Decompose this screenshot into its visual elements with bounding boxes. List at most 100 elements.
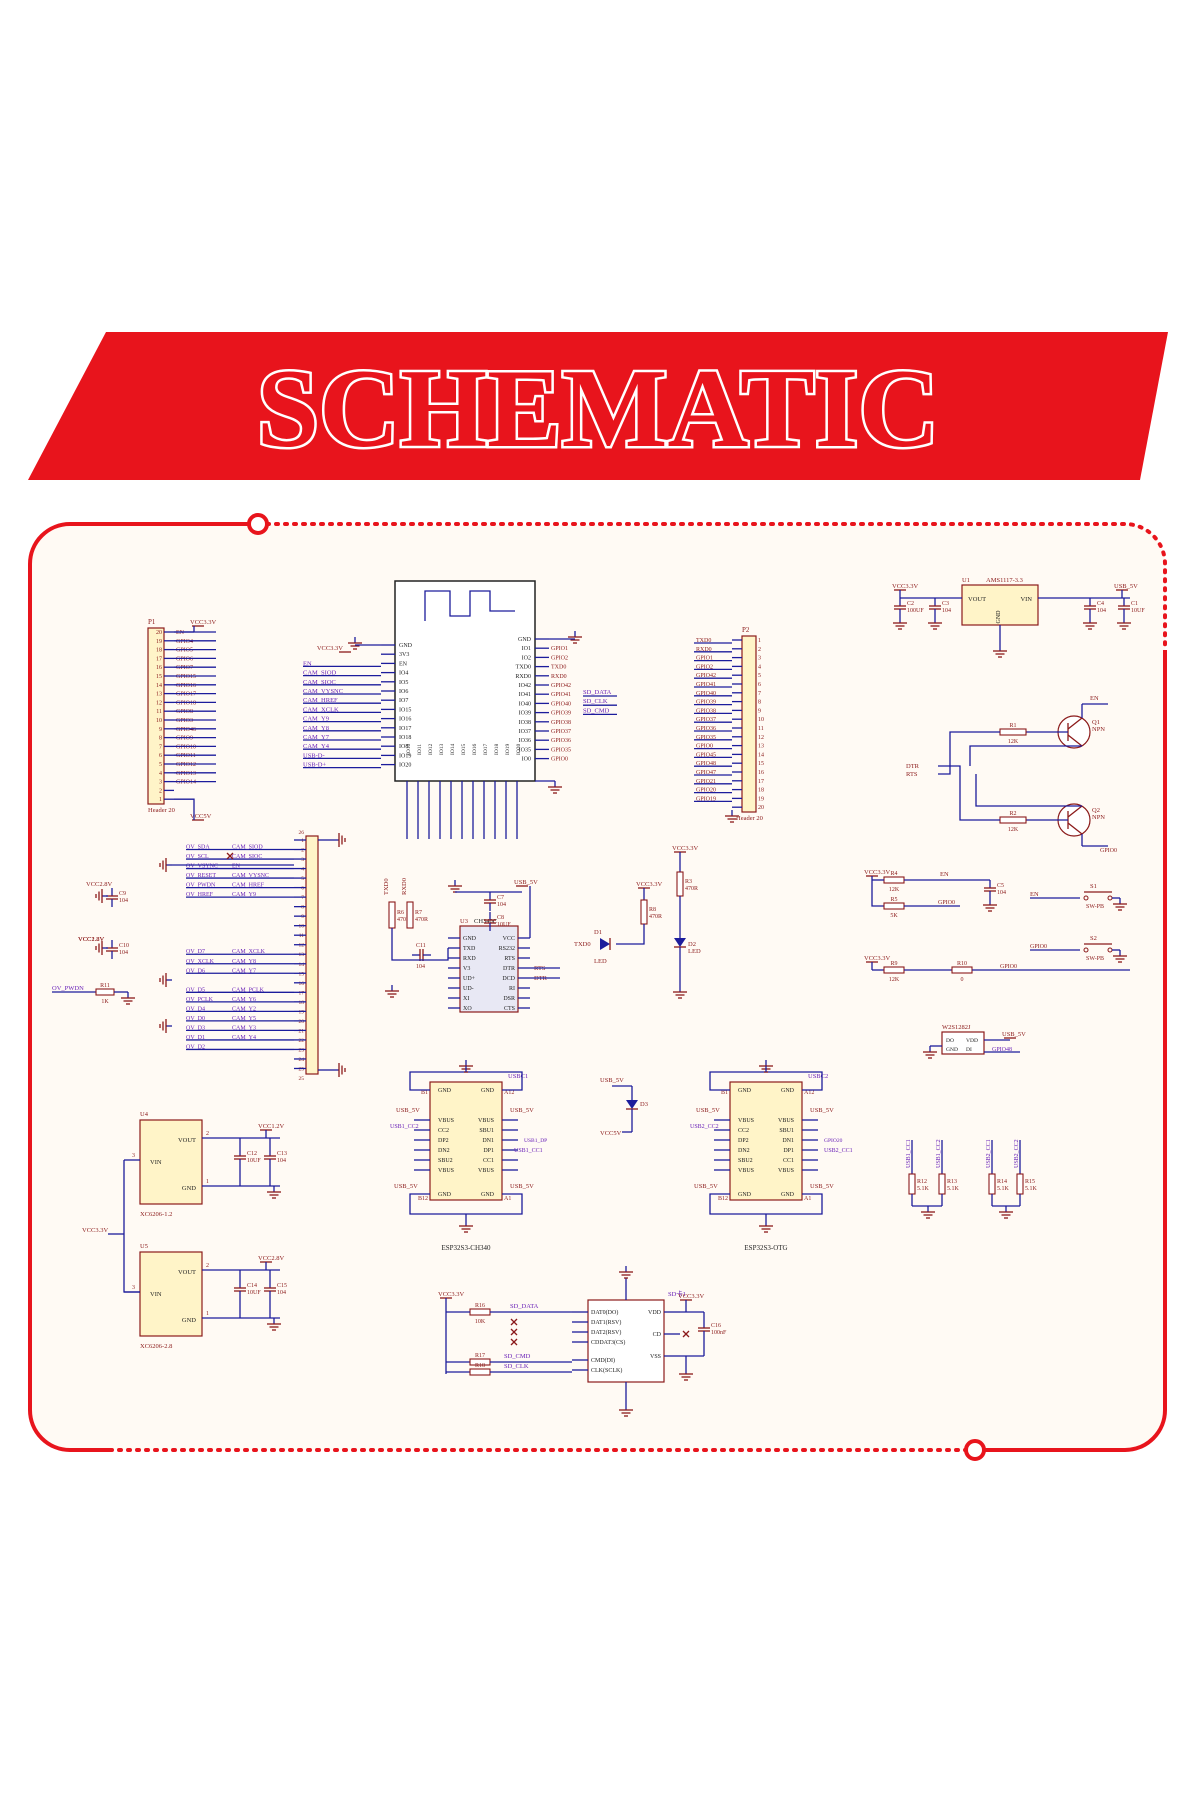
schematic-label: 5.1K	[997, 1186, 1010, 1192]
pin-number: 20	[299, 1019, 305, 1025]
header-p2-body	[741, 635, 757, 813]
schematic-label: R15	[1025, 1179, 1035, 1185]
wire	[123, 1160, 140, 1293]
schematic-label: 470R	[649, 914, 662, 920]
net-label: GPIO17	[176, 692, 196, 698]
pin-number: 16	[758, 770, 764, 776]
pin-number: 13	[156, 692, 162, 698]
net-label: GPIO47	[696, 770, 716, 776]
resistor-body	[999, 816, 1027, 824]
pin-name: DP1	[483, 1148, 494, 1154]
schematic-label: LED	[688, 948, 701, 955]
resistor-body	[883, 876, 905, 884]
pin-name: IO16	[472, 743, 478, 755]
net-label: OV_PCLK	[186, 997, 214, 1003]
pin-name: DN2	[738, 1148, 750, 1154]
schematic-label: 104	[416, 964, 425, 970]
schematic-label: 104	[119, 898, 128, 904]
ground-icon	[385, 985, 399, 998]
collector	[1067, 717, 1083, 730]
ground-icon	[921, 1206, 935, 1219]
schematic-label: A12	[504, 1090, 514, 1096]
schematic-label: SD卡1	[668, 1289, 686, 1298]
ground-icon	[759, 1220, 773, 1233]
net-label: GPIO42	[696, 673, 716, 679]
schematic-label: C15	[277, 1283, 287, 1289]
ground-icon	[1113, 950, 1127, 963]
schematic-label: 104	[997, 890, 1006, 896]
schematic-label: TXD0	[383, 878, 390, 895]
pin-number: 4	[159, 771, 162, 777]
net-label: GPIO42	[551, 683, 571, 689]
schematic-label: P2	[742, 626, 750, 634]
ground-icon	[267, 1186, 281, 1199]
nc	[510, 1338, 518, 1346]
module-body	[394, 580, 536, 782]
net-label: CAM_Y3	[232, 1025, 256, 1031]
resistor-body	[951, 966, 973, 974]
schematic-label: GND	[738, 1192, 752, 1198]
net-label: GPIO46	[176, 727, 196, 733]
pin-number: 5	[301, 876, 304, 882]
net-label: CAM_SIOC	[232, 854, 262, 860]
schematic-label: USB_5V	[600, 1077, 624, 1084]
schematic-label: USB_5V	[810, 1107, 834, 1114]
frame-solid-right	[975, 650, 1167, 1452]
schematic-label: USB_5V	[396, 1107, 420, 1114]
net-label: GPIO40	[551, 701, 571, 707]
ground-icon	[673, 986, 687, 999]
net-label: OV_VSYNC	[186, 864, 218, 870]
pin-number: 14	[156, 683, 162, 689]
power-flag-icon: VCC3.3V	[678, 1293, 704, 1301]
ground-icon	[1083, 617, 1097, 630]
schematic-label: 10UF	[247, 1158, 261, 1164]
schematic-label: Q1	[1092, 719, 1100, 726]
pin-number: 14	[299, 962, 305, 968]
net-label: GPIO2	[551, 655, 568, 661]
diode-triangle	[626, 1100, 638, 1109]
ground-icon	[1117, 617, 1131, 630]
camera-fpc-body	[305, 835, 319, 1075]
schematic-label: VCC2.8V	[258, 1255, 284, 1262]
net-label: CAM_HREF	[232, 883, 265, 889]
pin-name: IO37	[519, 729, 531, 735]
pin-number: 7	[159, 744, 162, 750]
pin-name: DO	[946, 1038, 954, 1044]
pin-number: 17	[156, 656, 162, 662]
no-connect-icon	[510, 1338, 518, 1346]
schematic-label: R11	[100, 983, 110, 989]
schematic-label: SD_CMD	[504, 1353, 531, 1360]
diode-triangle	[600, 938, 610, 950]
net-label: EN	[176, 630, 185, 636]
resistor-body	[676, 871, 684, 897]
pin-name: DAT0(DO)	[591, 1309, 618, 1316]
pin-name: DP1	[783, 1148, 794, 1154]
schematic-label: R18	[475, 1363, 485, 1369]
schematic-label: EN	[940, 871, 949, 878]
schematic-label: VCC3.3V	[864, 955, 890, 962]
net-label: CAM_VYSNC	[303, 688, 343, 695]
net-label: CAM_Y9	[232, 892, 256, 898]
net-label: GPIO10	[176, 744, 196, 750]
net-label: OV_PWDN	[186, 883, 216, 889]
pin-number: 15	[758, 761, 764, 767]
net-label: OV_D2	[186, 1044, 205, 1050]
wire	[938, 731, 1000, 775]
pin-name: V3	[463, 966, 470, 972]
resistor-body	[640, 899, 648, 925]
frame-node-top	[247, 513, 269, 535]
power-label: VCC3.3V	[82, 1227, 108, 1234]
schematic-label: USB_5V	[1002, 1031, 1026, 1038]
pin-name: VSS	[650, 1354, 661, 1360]
pin-name: XI	[463, 996, 469, 1002]
schematic-label: R3	[685, 879, 692, 885]
schematic-label: USB_5V	[696, 1107, 720, 1114]
pin-name: TXD	[463, 946, 476, 952]
